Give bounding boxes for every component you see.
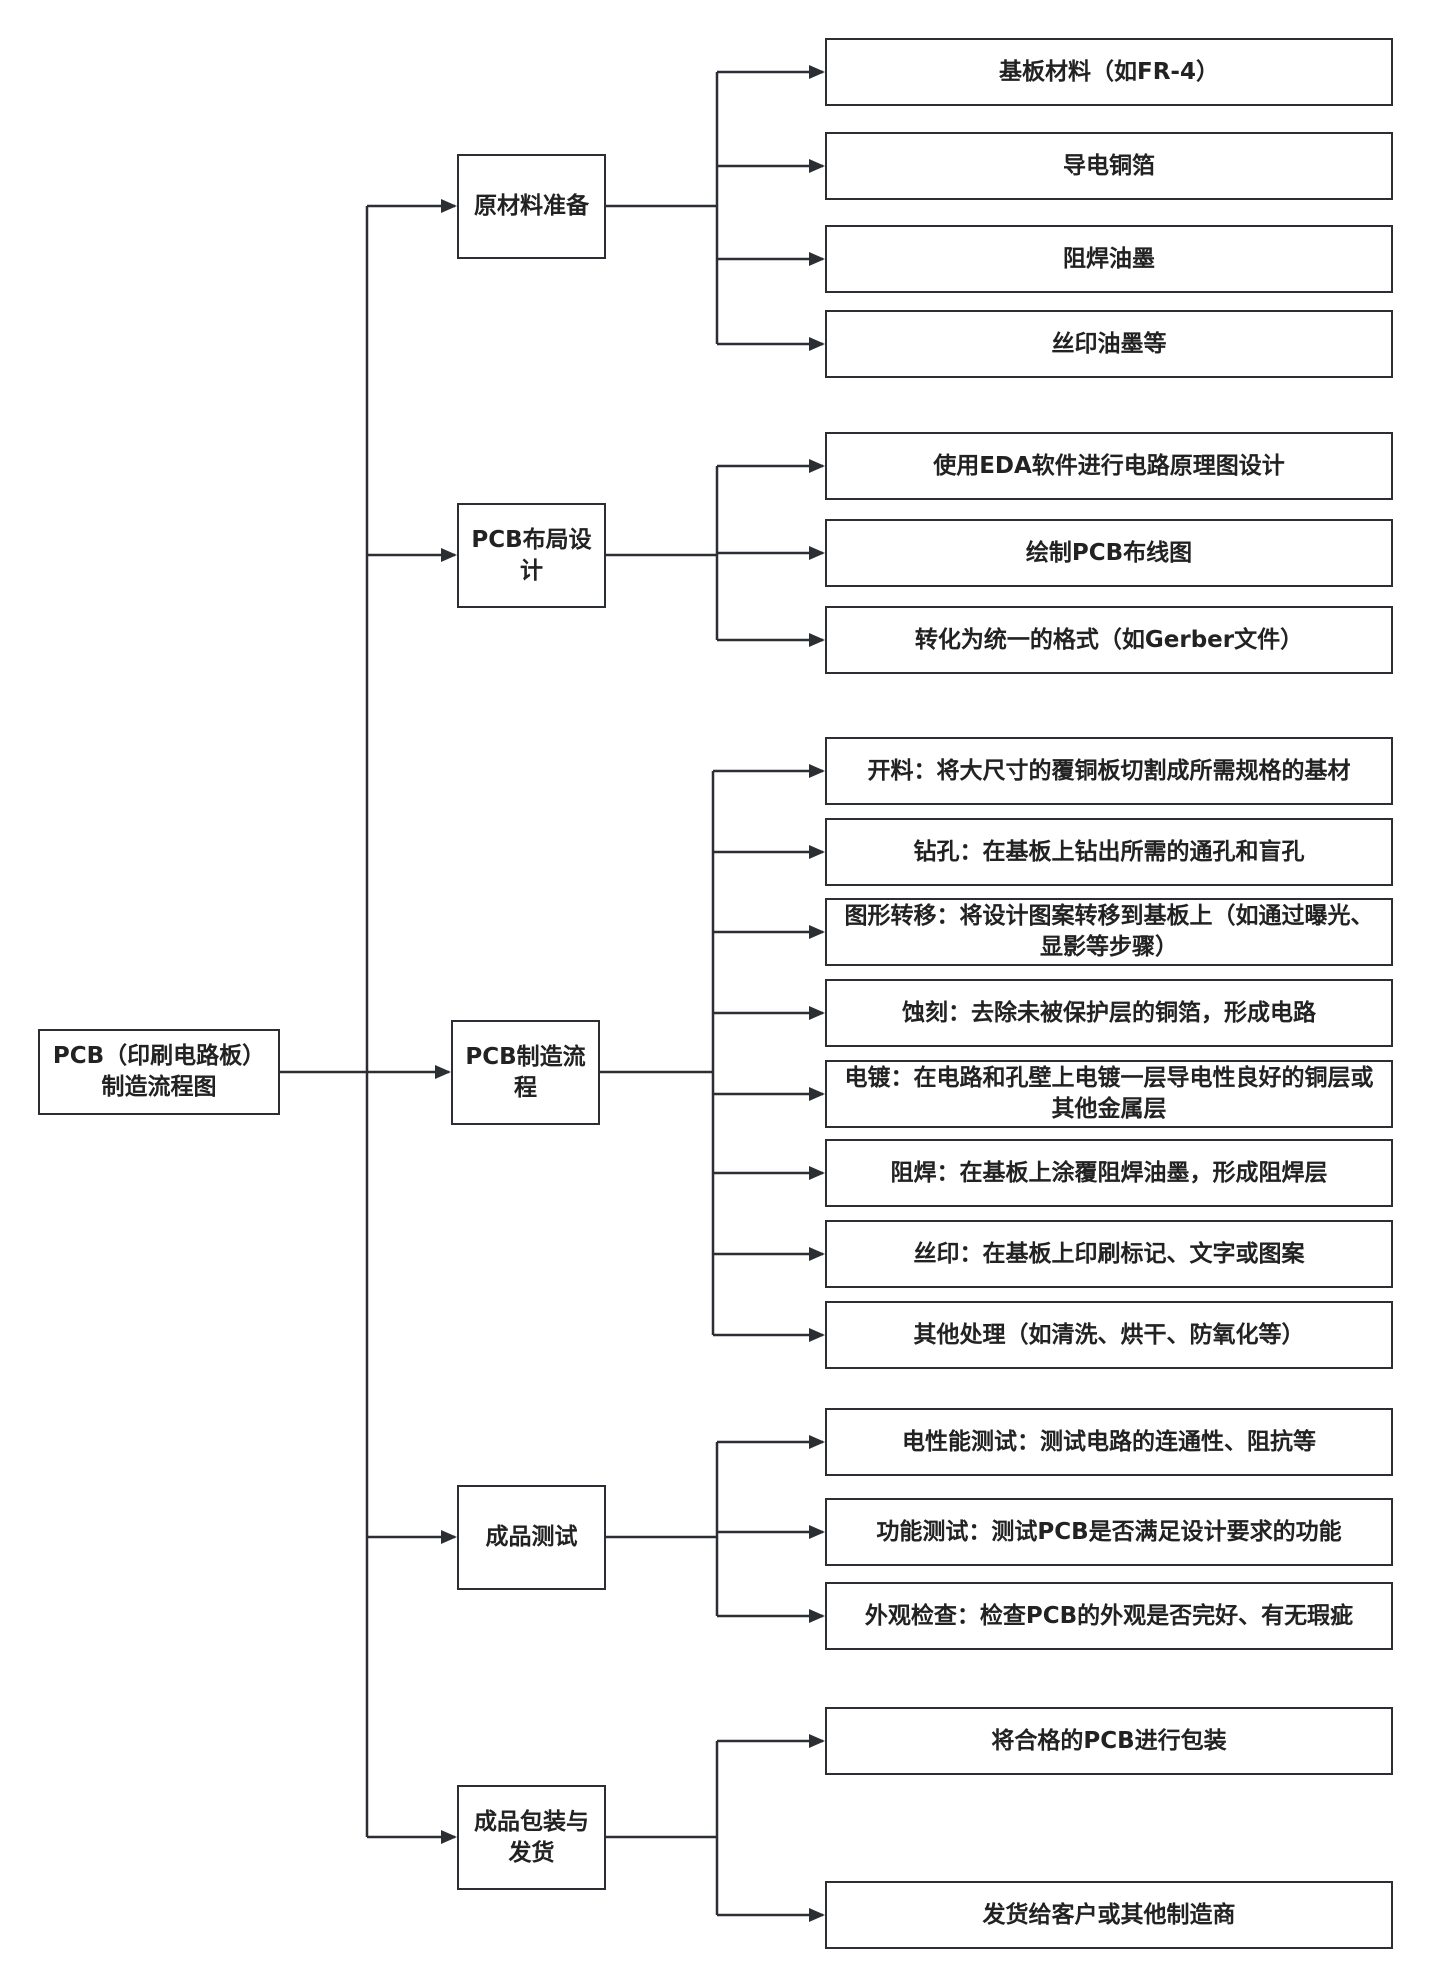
step-node: 电性能测试：测试电路的连通性、阻抗等 <box>825 1408 1393 1476</box>
step-node: 阻焊：在基板上涂覆阻焊油墨，形成阻焊层 <box>825 1139 1393 1207</box>
arrow-icon <box>441 1830 457 1844</box>
step-node: 开料：将大尺寸的覆铜板切割成所需规格的基材 <box>825 737 1393 805</box>
arrow-icon <box>809 1328 825 1342</box>
arrow-icon <box>809 1734 825 1748</box>
stage-label: 原材料准备 <box>474 193 589 219</box>
arrow-icon <box>441 1530 457 1544</box>
stage-node: PCB制造流程 <box>451 1020 600 1125</box>
step-label: 将合格的PCB进行包装 <box>991 1727 1227 1754</box>
step-node: 丝印油墨等 <box>825 310 1393 378</box>
step-label: 发货给客户或其他制造商 <box>982 1901 1236 1928</box>
arrow-icon <box>809 633 825 647</box>
step-node: 将合格的PCB进行包装 <box>825 1707 1393 1775</box>
arrow-icon <box>809 764 825 778</box>
arrow-icon <box>809 1908 825 1922</box>
step-label: 开料：将大尺寸的覆铜板切割成所需规格的基材 <box>867 757 1351 784</box>
arrow-icon <box>809 337 825 351</box>
step-node: 使用EDA软件进行电路原理图设计 <box>825 432 1393 500</box>
stage-node: PCB布局设计 <box>457 503 606 608</box>
step-label: 图形转移：将设计图案转移到基板上（如通过曝光、显影等步骤） <box>844 903 1374 960</box>
arrow-icon <box>809 1247 825 1261</box>
stage-label: 成品测试 <box>485 1524 578 1550</box>
step-label: 使用EDA软件进行电路原理图设计 <box>933 452 1285 479</box>
step-node: 绘制PCB布线图 <box>825 519 1393 587</box>
arrow-icon <box>435 1065 451 1079</box>
step-node: 钻孔：在基板上钻出所需的通孔和盲孔 <box>825 818 1393 886</box>
step-label: 丝印：在基板上印刷标记、文字或图案 <box>913 1240 1305 1267</box>
stage-node: 成品包装与发货 <box>457 1785 606 1890</box>
arrow-icon <box>441 548 457 562</box>
arrow-icon <box>441 199 457 213</box>
step-label: 功能测试：测试PCB是否满足设计要求的功能 <box>876 1518 1342 1545</box>
step-label: 阻焊：在基板上涂覆阻焊油墨，形成阻焊层 <box>890 1159 1328 1186</box>
step-label: 基板材料（如FR-4） <box>999 58 1219 85</box>
step-label: 钻孔：在基板上钻出所需的通孔和盲孔 <box>913 838 1305 865</box>
root-node: PCB（印刷电路板）制造流程图 <box>38 1029 280 1115</box>
stage-node: 成品测试 <box>457 1485 606 1590</box>
arrow-icon <box>809 65 825 79</box>
stage-label: PCB制造流程 <box>465 1043 586 1101</box>
step-label: 阻焊油墨 <box>1063 245 1155 272</box>
arrow-icon <box>809 1525 825 1539</box>
step-node: 导电铜箔 <box>825 132 1393 200</box>
step-label: 转化为统一的格式（如Gerber文件） <box>914 626 1304 653</box>
arrow-icon <box>809 252 825 266</box>
arrow-icon <box>809 1087 825 1101</box>
arrow-icon <box>809 1435 825 1449</box>
step-label: 导电铜箔 <box>1063 152 1155 179</box>
step-node: 转化为统一的格式（如Gerber文件） <box>825 606 1393 674</box>
step-label: 电性能测试：测试电路的连通性、阻抗等 <box>902 1428 1316 1455</box>
arrow-icon <box>809 1006 825 1020</box>
step-node: 发货给客户或其他制造商 <box>825 1881 1393 1949</box>
step-label: 蚀刻：去除未被保护层的铜箔，形成电路 <box>902 999 1316 1026</box>
step-label: 电镀：在电路和孔壁上电镀一层导电性良好的铜层或其他金属层 <box>844 1065 1374 1122</box>
step-node: 其他处理（如清洗、烘干、防氧化等） <box>825 1301 1393 1369</box>
stage-node: 原材料准备 <box>457 154 606 259</box>
arrow-icon <box>809 925 825 939</box>
step-node: 功能测试：测试PCB是否满足设计要求的功能 <box>825 1498 1393 1566</box>
step-node: 阻焊油墨 <box>825 225 1393 293</box>
step-node: 外观检查：检查PCB的外观是否完好、有无瑕疵 <box>825 1582 1393 1650</box>
stage-label: PCB布局设计 <box>471 526 592 584</box>
stage-label: 成品包装与发货 <box>474 1808 589 1866</box>
step-node: 蚀刻：去除未被保护层的铜箔，形成电路 <box>825 979 1393 1047</box>
arrow-icon <box>809 159 825 173</box>
arrow-icon <box>809 459 825 473</box>
arrow-icon <box>809 845 825 859</box>
step-label: 其他处理（如清洗、烘干、防氧化等） <box>913 1321 1305 1348</box>
step-node: 丝印：在基板上印刷标记、文字或图案 <box>825 1220 1393 1288</box>
step-label: 绘制PCB布线图 <box>1025 539 1193 566</box>
step-node: 基板材料（如FR-4） <box>825 38 1393 106</box>
step-node: 电镀：在电路和孔壁上电镀一层导电性良好的铜层或其他金属层 <box>825 1060 1393 1128</box>
arrow-icon <box>809 546 825 560</box>
arrow-icon <box>809 1609 825 1623</box>
step-label: 外观检查：检查PCB的外观是否完好、有无瑕疵 <box>864 1602 1354 1629</box>
arrow-icon <box>809 1166 825 1180</box>
step-label: 丝印油墨等 <box>1051 330 1167 357</box>
step-node: 图形转移：将设计图案转移到基板上（如通过曝光、显影等步骤） <box>825 898 1393 966</box>
